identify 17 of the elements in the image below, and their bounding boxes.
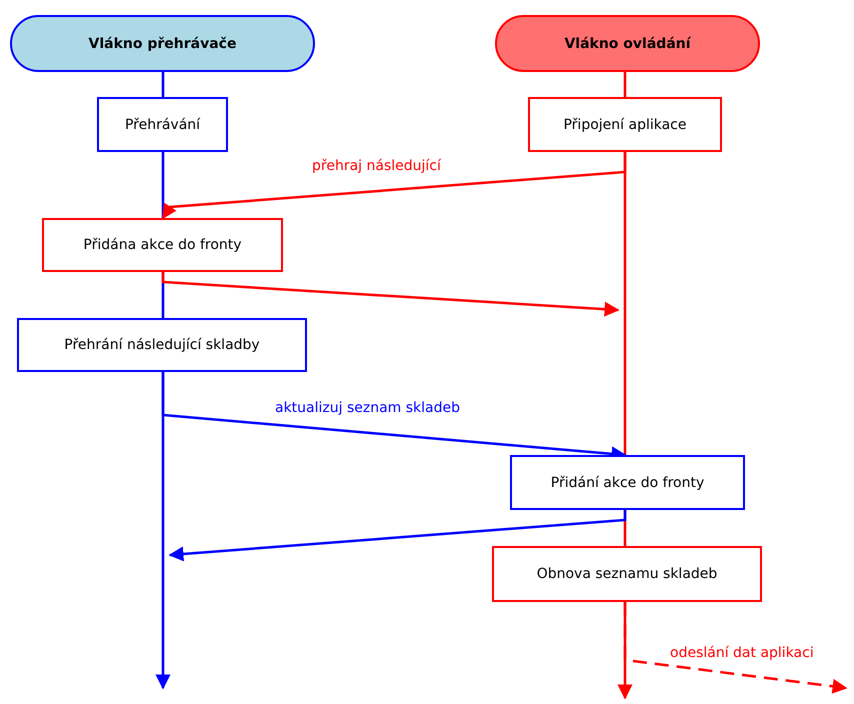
thread-header: Vlákno přehrávače <box>10 15 315 72</box>
message-arrow <box>162 152 626 220</box>
lifeline <box>162 152 164 218</box>
process-box: Přehrávání <box>97 97 228 152</box>
lifeline <box>162 72 164 97</box>
process-box: Přehrání následující skladby <box>17 318 307 372</box>
message-arrow <box>624 602 848 694</box>
arrow <box>168 510 626 562</box>
lifeline <box>624 72 626 97</box>
thread-header: Vlákno ovládání <box>495 15 760 72</box>
process-box: Připojení aplikace <box>528 97 722 152</box>
process-box: Přidání akce do fronty <box>510 455 745 510</box>
process-box: Přidána akce do fronty <box>42 218 283 272</box>
process-box: Obnova seznamu skladeb <box>492 546 762 602</box>
edge-label: přehraj následující <box>310 158 443 174</box>
edge-label: aktualizuj seznam skladeb <box>273 400 462 416</box>
arrow <box>162 272 620 317</box>
